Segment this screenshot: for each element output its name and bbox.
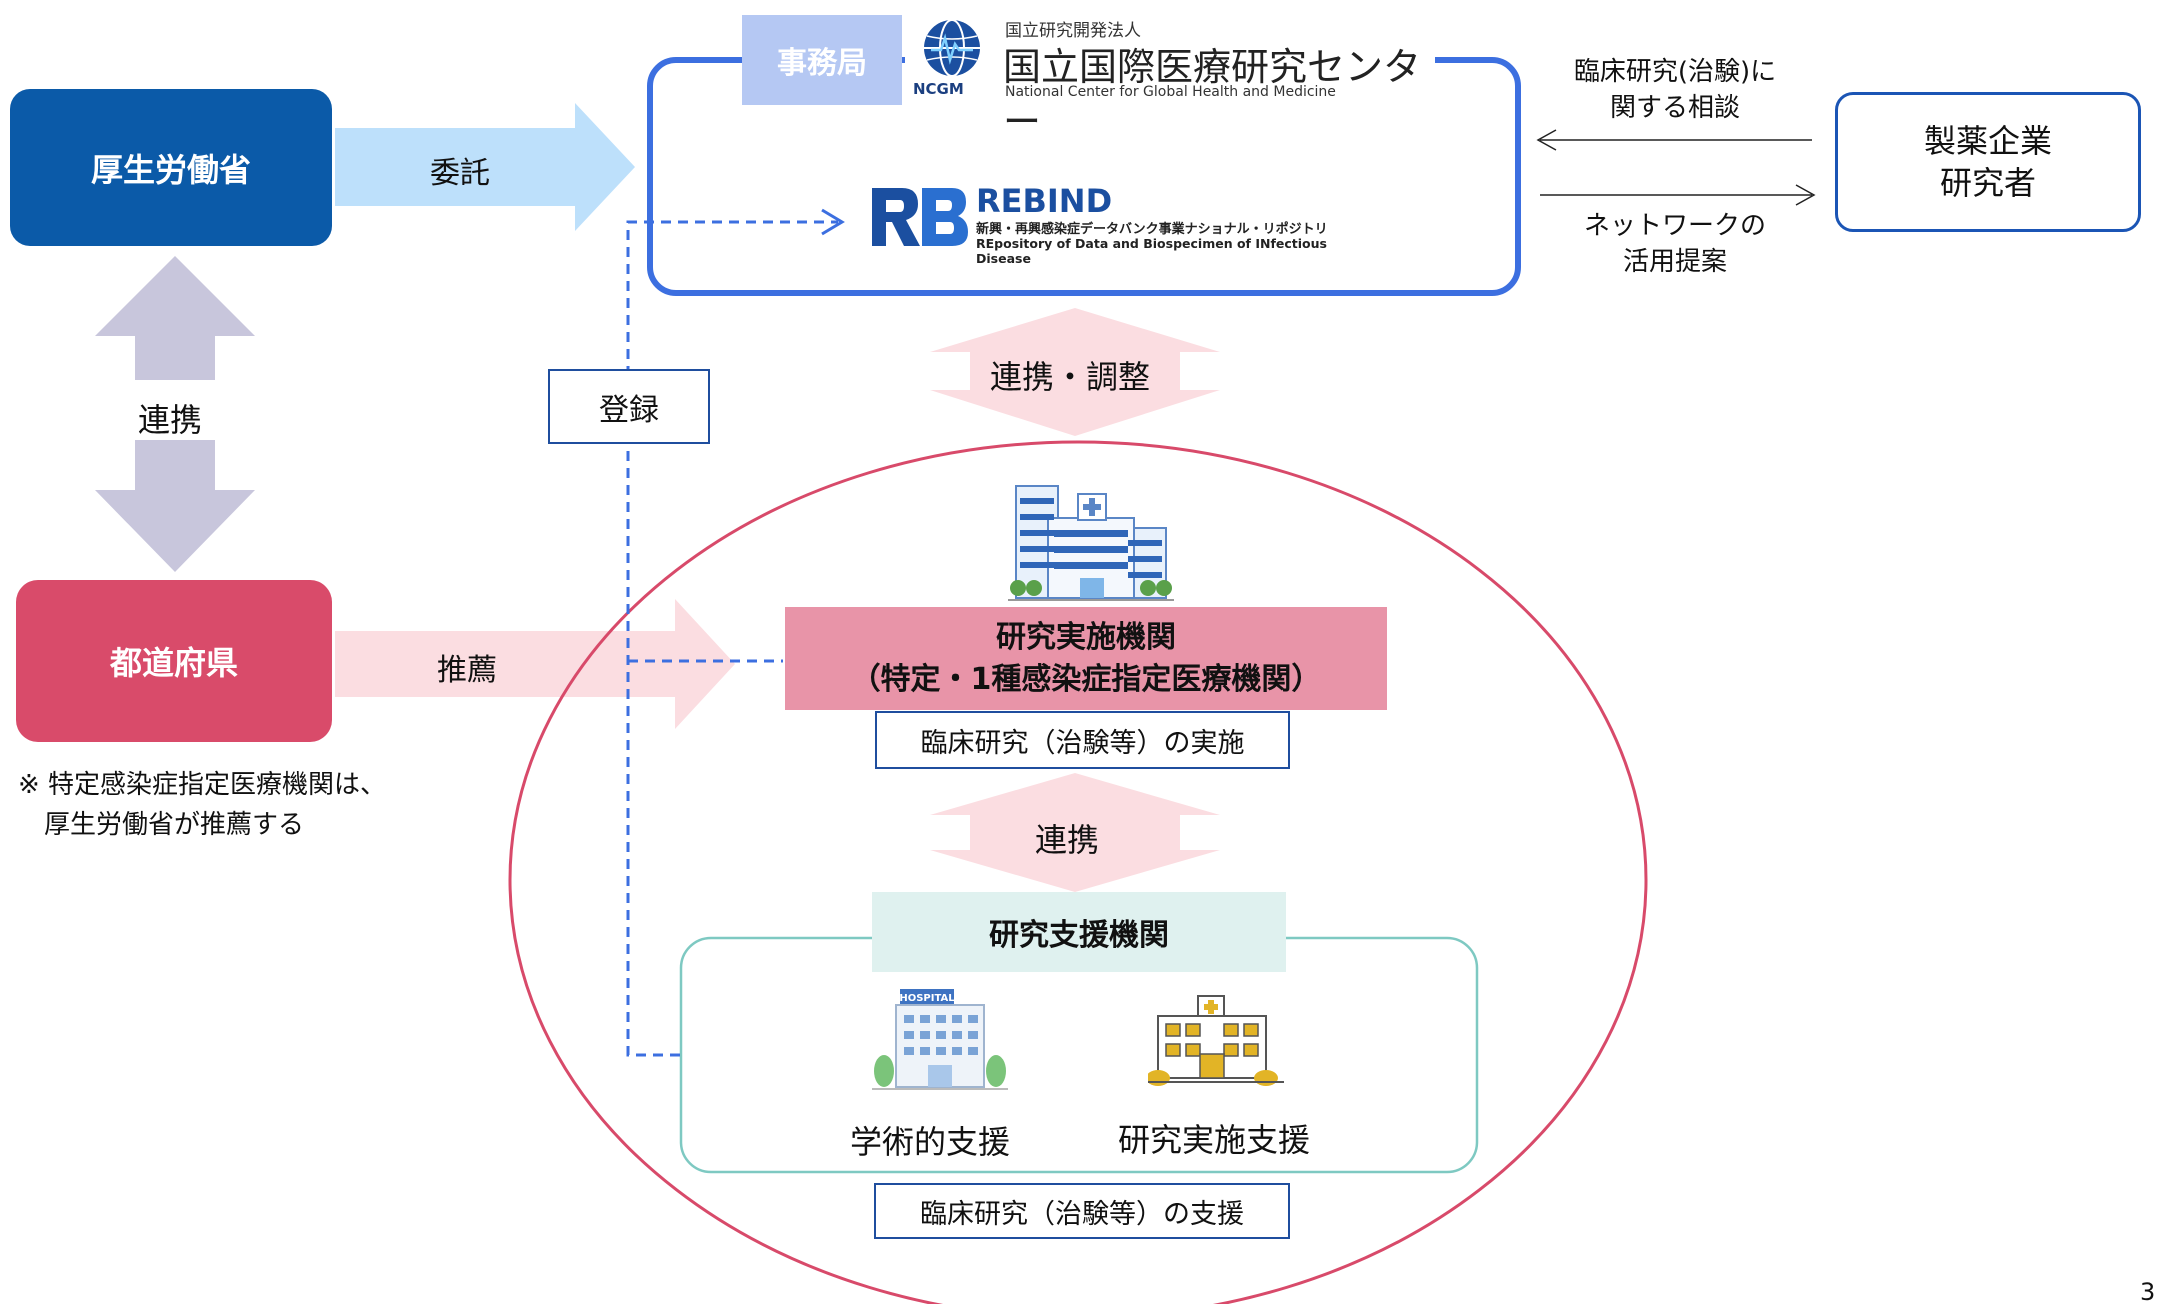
page-number: 3 [2140,1278,2156,1306]
secretariat-label: 事務局 [777,46,867,81]
cooperation-left-label: 連携 [138,401,203,439]
support-frame [679,936,1479,1174]
academic-support-label: 学術的支援 [850,1123,1011,1161]
consult-line2: 関する相談 [1609,93,1740,123]
institution-activity-label: 臨床研究（治験等）の実施 [920,727,1245,759]
implementation-support-label: 研究実施支援 [1118,1121,1311,1159]
note-line1: ※ 特定感染症指定医療機関は、 [18,770,387,800]
mhlw-box: 厚生労働省 [10,89,332,246]
coordination-label: 連携・調整 [990,358,1151,396]
academic-hospital-icon: HOSPITAL [872,989,1008,1090]
research-institution-box: 研究実施機関 （特定・1種感染症指定医療機関） [785,607,1387,710]
note: ※ 特定感染症指定医療機関は、 厚生労働省が推薦する [18,765,386,845]
rebind-logo: REBIND 新興・再興感染症データバンク事業ナショナル・リポジトリ REpos… [868,182,1328,266]
support-title-box: 研究支援機関 [872,892,1286,972]
entrust-arrow [335,103,635,231]
consult-label: 臨床研究(治験)に 関する相談 [1520,54,1830,126]
company-line2: 研究者 [1939,164,2036,202]
secretariat-label-box: 事務局 [742,15,902,105]
support-activity-box: 臨床研究（治験等）の支援 [874,1183,1290,1239]
recommend-label: 推薦 [437,653,497,688]
coordination-double-arrow [930,308,1220,436]
entrust-label: 委託 [430,156,490,191]
consult-line1: 臨床研究(治験)に [1573,57,1777,87]
register-box: 登録 [548,369,710,444]
globe-icon [924,19,980,77]
institution-line1: 研究実施機関 [996,619,1176,655]
cooperation-left-arrow [95,256,255,380]
network-line1: ネットワークの [1583,211,1766,241]
ncgm-small: 国立研究開発法人 [1005,21,1141,41]
ncgm-logo: NCGM 国立研究開発法人 国立国際医療研究センター National Cent… [905,10,1435,144]
company-line1: 製薬企業 [1923,122,2052,160]
rebind-en: REpository of Data and Biospecimen of IN… [976,236,1327,266]
network-label: ネットワークの 活用提案 [1520,208,1830,280]
rebind-jp: 新興・再興感染症データバンク事業ナショナル・リポジトリ [976,222,1328,237]
support-title: 研究支援機関 [989,918,1169,953]
institution-line2: （特定・1種感染症指定医療機関） [850,661,1322,697]
institution-activity-box: 臨床研究（治験等）の実施 [875,711,1290,769]
support-activity-label: 臨床研究（治験等）の支援 [920,1198,1244,1230]
ncgm-name: 国立国際医療研究センター [1003,45,1422,144]
rebind-name: REBIND [976,182,1113,220]
ncgm-abbr: NCGM [913,80,964,98]
note-line2: 厚生労働省が推薦する [18,810,305,840]
rebind-mark-icon [872,188,968,246]
network-ellipse [508,440,1648,1304]
ncgm-en: National Center for Global Health and Me… [1005,84,1336,100]
prefecture-box: 都道府県 [16,580,332,742]
research-hospital-icon [1008,485,1174,601]
mhlw-label: 厚生労働省 [90,150,251,189]
prefecture-label: 都道府県 [109,644,238,682]
hospital-sign-text: HOSPITAL [899,993,955,1004]
register-dashed-line [626,220,838,1057]
company-box: 製薬企業 研究者 [1835,92,2141,232]
register-label: 登録 [599,392,659,428]
implementation-building-icon [1148,995,1284,1086]
cooperation-mid-label: 連携 [1035,821,1100,859]
recommend-arrow [335,599,735,729]
network-line2: 活用提案 [1622,247,1727,277]
cooperation-mid-double-arrow [930,773,1220,892]
